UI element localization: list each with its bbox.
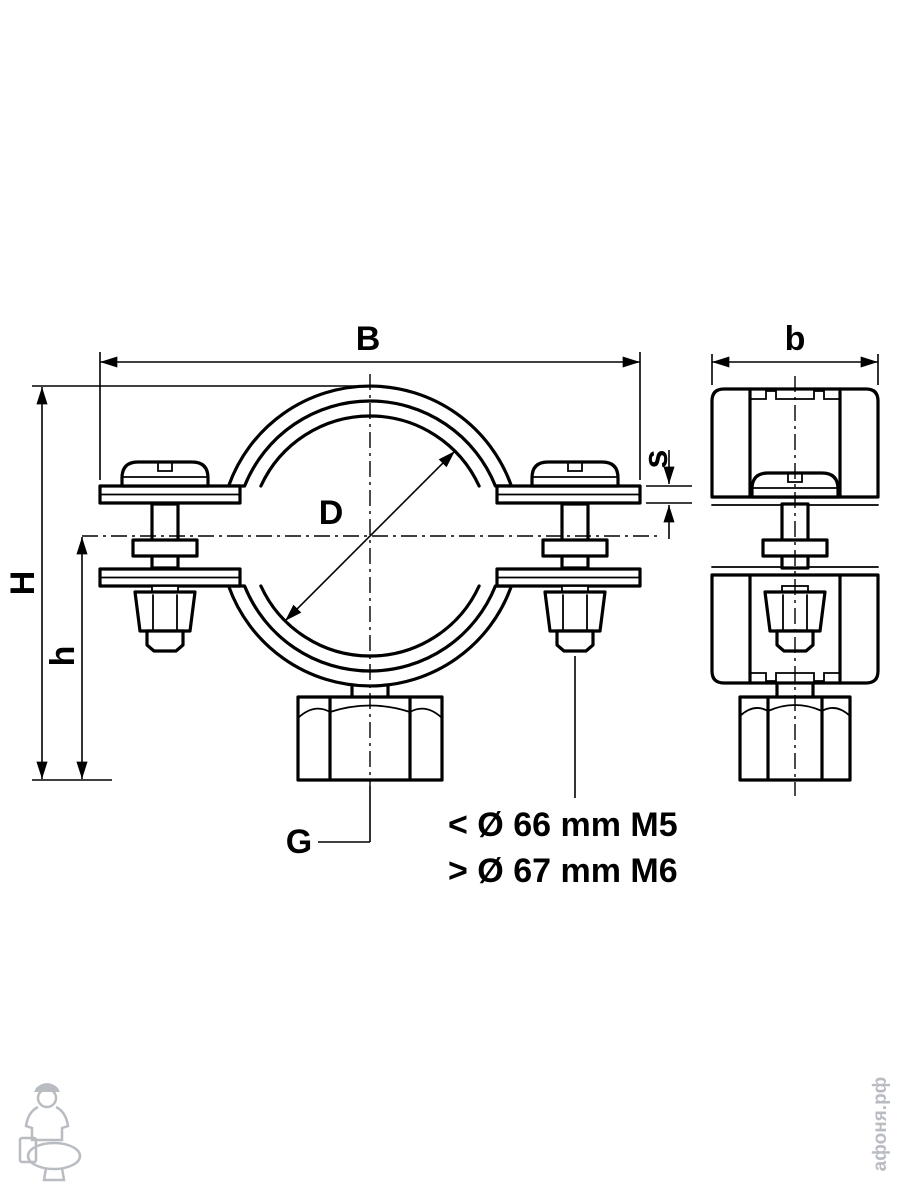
side-band-top-edges bbox=[748, 387, 842, 499]
dimension-line bbox=[284, 450, 456, 622]
extension-line bbox=[646, 485, 692, 504]
dimension-label-G: G bbox=[286, 823, 312, 861]
dimension-B: B bbox=[99, 320, 641, 480]
watermark-site-text: афоня.рф bbox=[870, 1077, 891, 1172]
lower-rubber-lining bbox=[259, 584, 481, 658]
dimension-G: G bbox=[286, 786, 371, 861]
toilet-base bbox=[42, 1167, 66, 1182]
toilet-bowl bbox=[26, 1141, 82, 1171]
dimensions: B b H h s D G bbox=[4, 320, 879, 890]
plumber-head bbox=[36, 1087, 58, 1109]
side-nut-stem bbox=[775, 681, 815, 699]
dimension-H: H bbox=[4, 385, 366, 781]
thread-note-line1: < Ø 66 mm M5 bbox=[448, 806, 678, 844]
screw-left-head bbox=[120, 460, 210, 488]
dimension-label-H: H bbox=[4, 571, 42, 596]
dimension-label-b: b bbox=[785, 320, 806, 358]
thread-note: < Ø 66 mm M5 > Ø 67 mm M6 bbox=[448, 656, 678, 890]
extension-line bbox=[99, 352, 641, 480]
flange-lining-lines bbox=[99, 493, 641, 579]
dimension-h: h bbox=[44, 537, 88, 779]
thread-note-line2: > Ø 67 mm M6 bbox=[448, 852, 678, 890]
extension-line bbox=[32, 385, 366, 781]
watermark-plumber-logo bbox=[18, 1083, 82, 1182]
toilet-tank bbox=[18, 1136, 38, 1164]
dimension-label-h: h bbox=[44, 646, 82, 667]
dimension-b: b bbox=[711, 320, 879, 385]
leader-line bbox=[318, 786, 371, 843]
screw-left-nut bbox=[133, 590, 197, 653]
nut-stem bbox=[350, 683, 390, 699]
centerlines bbox=[82, 374, 796, 796]
dimension-label-s: s bbox=[637, 450, 675, 469]
dimension-s: s bbox=[637, 450, 692, 539]
dimension-D: D bbox=[284, 450, 456, 622]
screw-right-head bbox=[530, 460, 620, 488]
connection-nut-facets bbox=[328, 695, 412, 782]
screw-right-nut bbox=[543, 590, 607, 653]
plumber-body bbox=[24, 1105, 70, 1142]
plumber-cap bbox=[34, 1083, 60, 1092]
dimension-label-B: B bbox=[356, 320, 381, 358]
dimension-label-D: D bbox=[319, 494, 344, 532]
side-band-bottom-edges bbox=[748, 573, 842, 685]
